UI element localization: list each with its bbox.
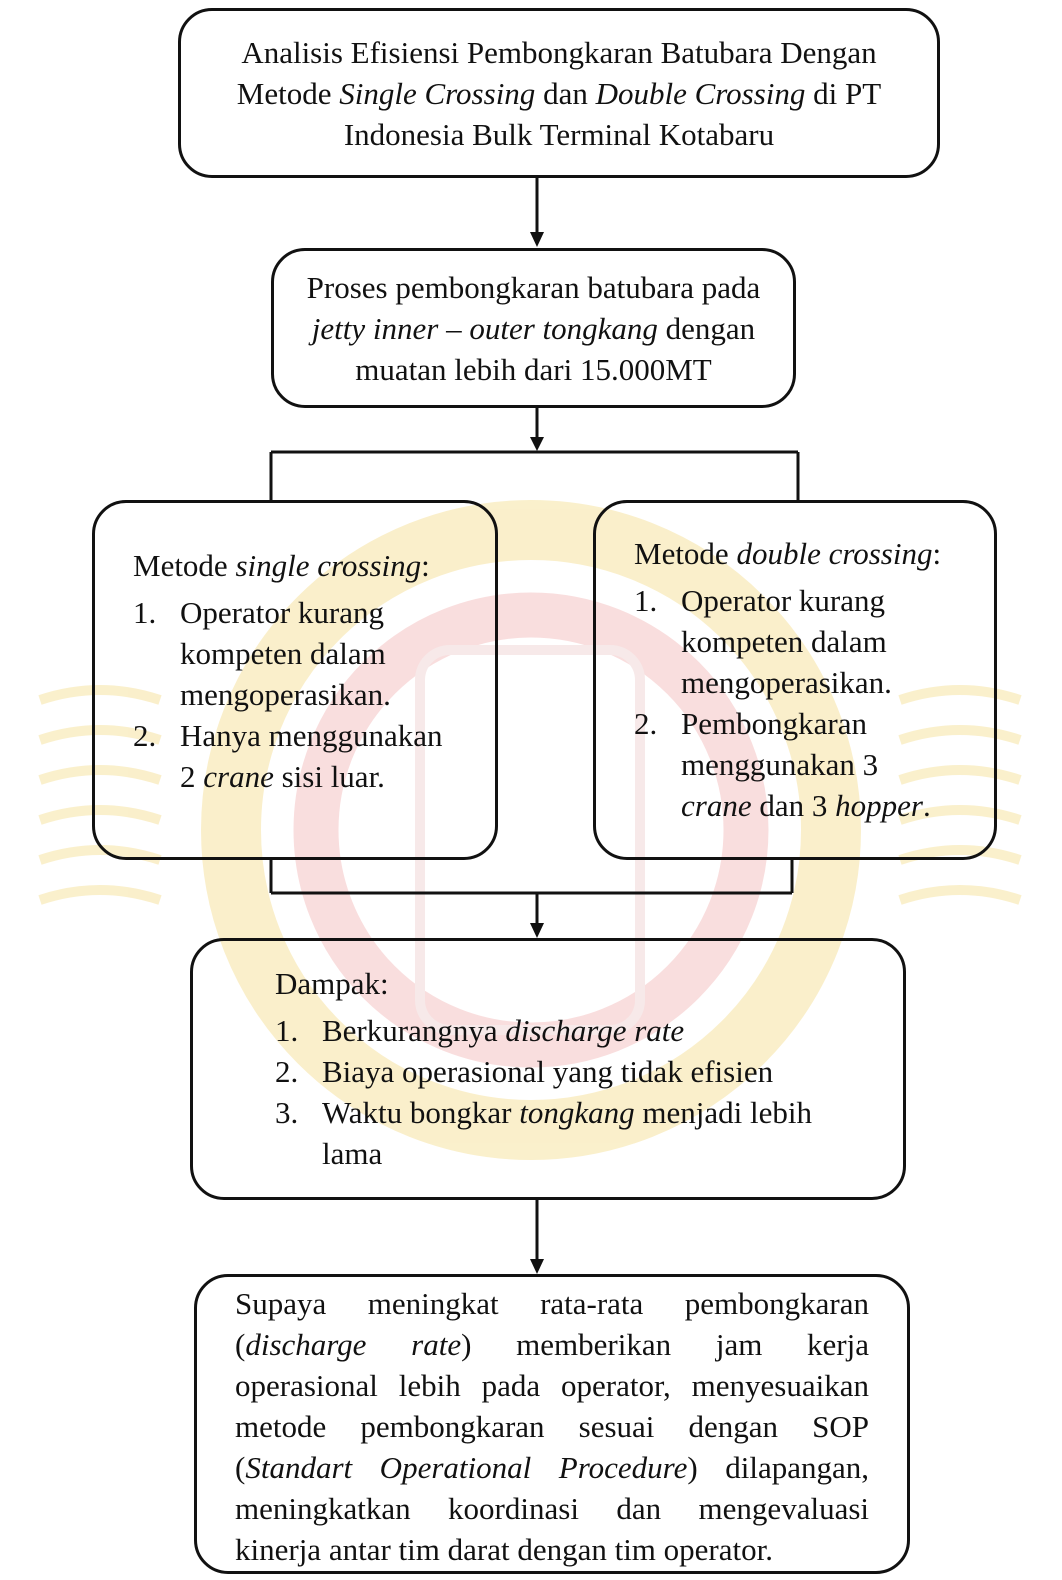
- list-item: 1. Operator kurang kompeten dalam mengop…: [634, 583, 892, 700]
- arrow-head-3: [530, 923, 544, 938]
- impact-list: 1. Berkurangnya discharge rate 2. Biaya …: [275, 1010, 873, 1174]
- single-crossing-list: 1. Operator kurang kompeten dalam mengop…: [133, 592, 475, 797]
- arrow-head-1: [530, 232, 544, 247]
- double-crossing-list: 1. Operator kurang kompeten dalam mengop…: [634, 580, 976, 826]
- list-item: 3. Waktu bongkar tongkang menjadi lebih …: [275, 1095, 812, 1171]
- list-item: 1. Berkurangnya discharge rate: [275, 1013, 685, 1048]
- single-crossing-box: Metode single crossing: 1. Operator kura…: [92, 500, 498, 860]
- single-crossing-heading: Metode single crossing:: [133, 548, 430, 583]
- title-line-2: Metode Single Crossing dan Double Crossi…: [236, 75, 882, 111]
- double-crossing-box: Metode double crossing: 1. Operator kura…: [593, 500, 997, 860]
- process-box: Proses pembongkaran batubara pada jetty …: [271, 248, 796, 408]
- process-line-2: jetty inner – outer tongkang dengan: [311, 310, 756, 346]
- impact-box: Dampak: 1. Berkurangnya discharge rate 2…: [190, 938, 906, 1200]
- solution-text: Supaya meningkat rata-rata pembongkaran …: [235, 1286, 870, 1567]
- solution-box: Supaya meningkat rata-rata pembongkaran …: [194, 1274, 910, 1574]
- list-item: 1. Operator kurang kompeten dalam mengop…: [133, 595, 391, 712]
- impact-heading: Dampak:: [275, 966, 389, 1001]
- process-line-1: Proses pembongkaran batubara pada: [306, 269, 761, 305]
- title-box: Analisis Efisiensi Pembongkaran Batubara…: [178, 8, 940, 178]
- list-item: 2. Biaya operasional yang tidak efisien: [275, 1054, 774, 1089]
- list-item: 2. Hanya menggunakan 2 crane sisi luar.: [133, 718, 443, 794]
- title-line-1: Analisis Efisiensi Pembongkaran Batubara…: [241, 34, 877, 70]
- arrow-head-2: [530, 437, 544, 451]
- list-item: 2. Pembongkaran menggunakan 3 crane dan …: [634, 706, 931, 823]
- process-line-3: muatan lebih dari 15.000MT: [355, 351, 712, 387]
- title-line-3: Indonesia Bulk Terminal Kotabaru: [343, 116, 775, 152]
- double-crossing-heading: Metode double crossing:: [634, 536, 942, 571]
- arrow-head-4: [530, 1259, 544, 1274]
